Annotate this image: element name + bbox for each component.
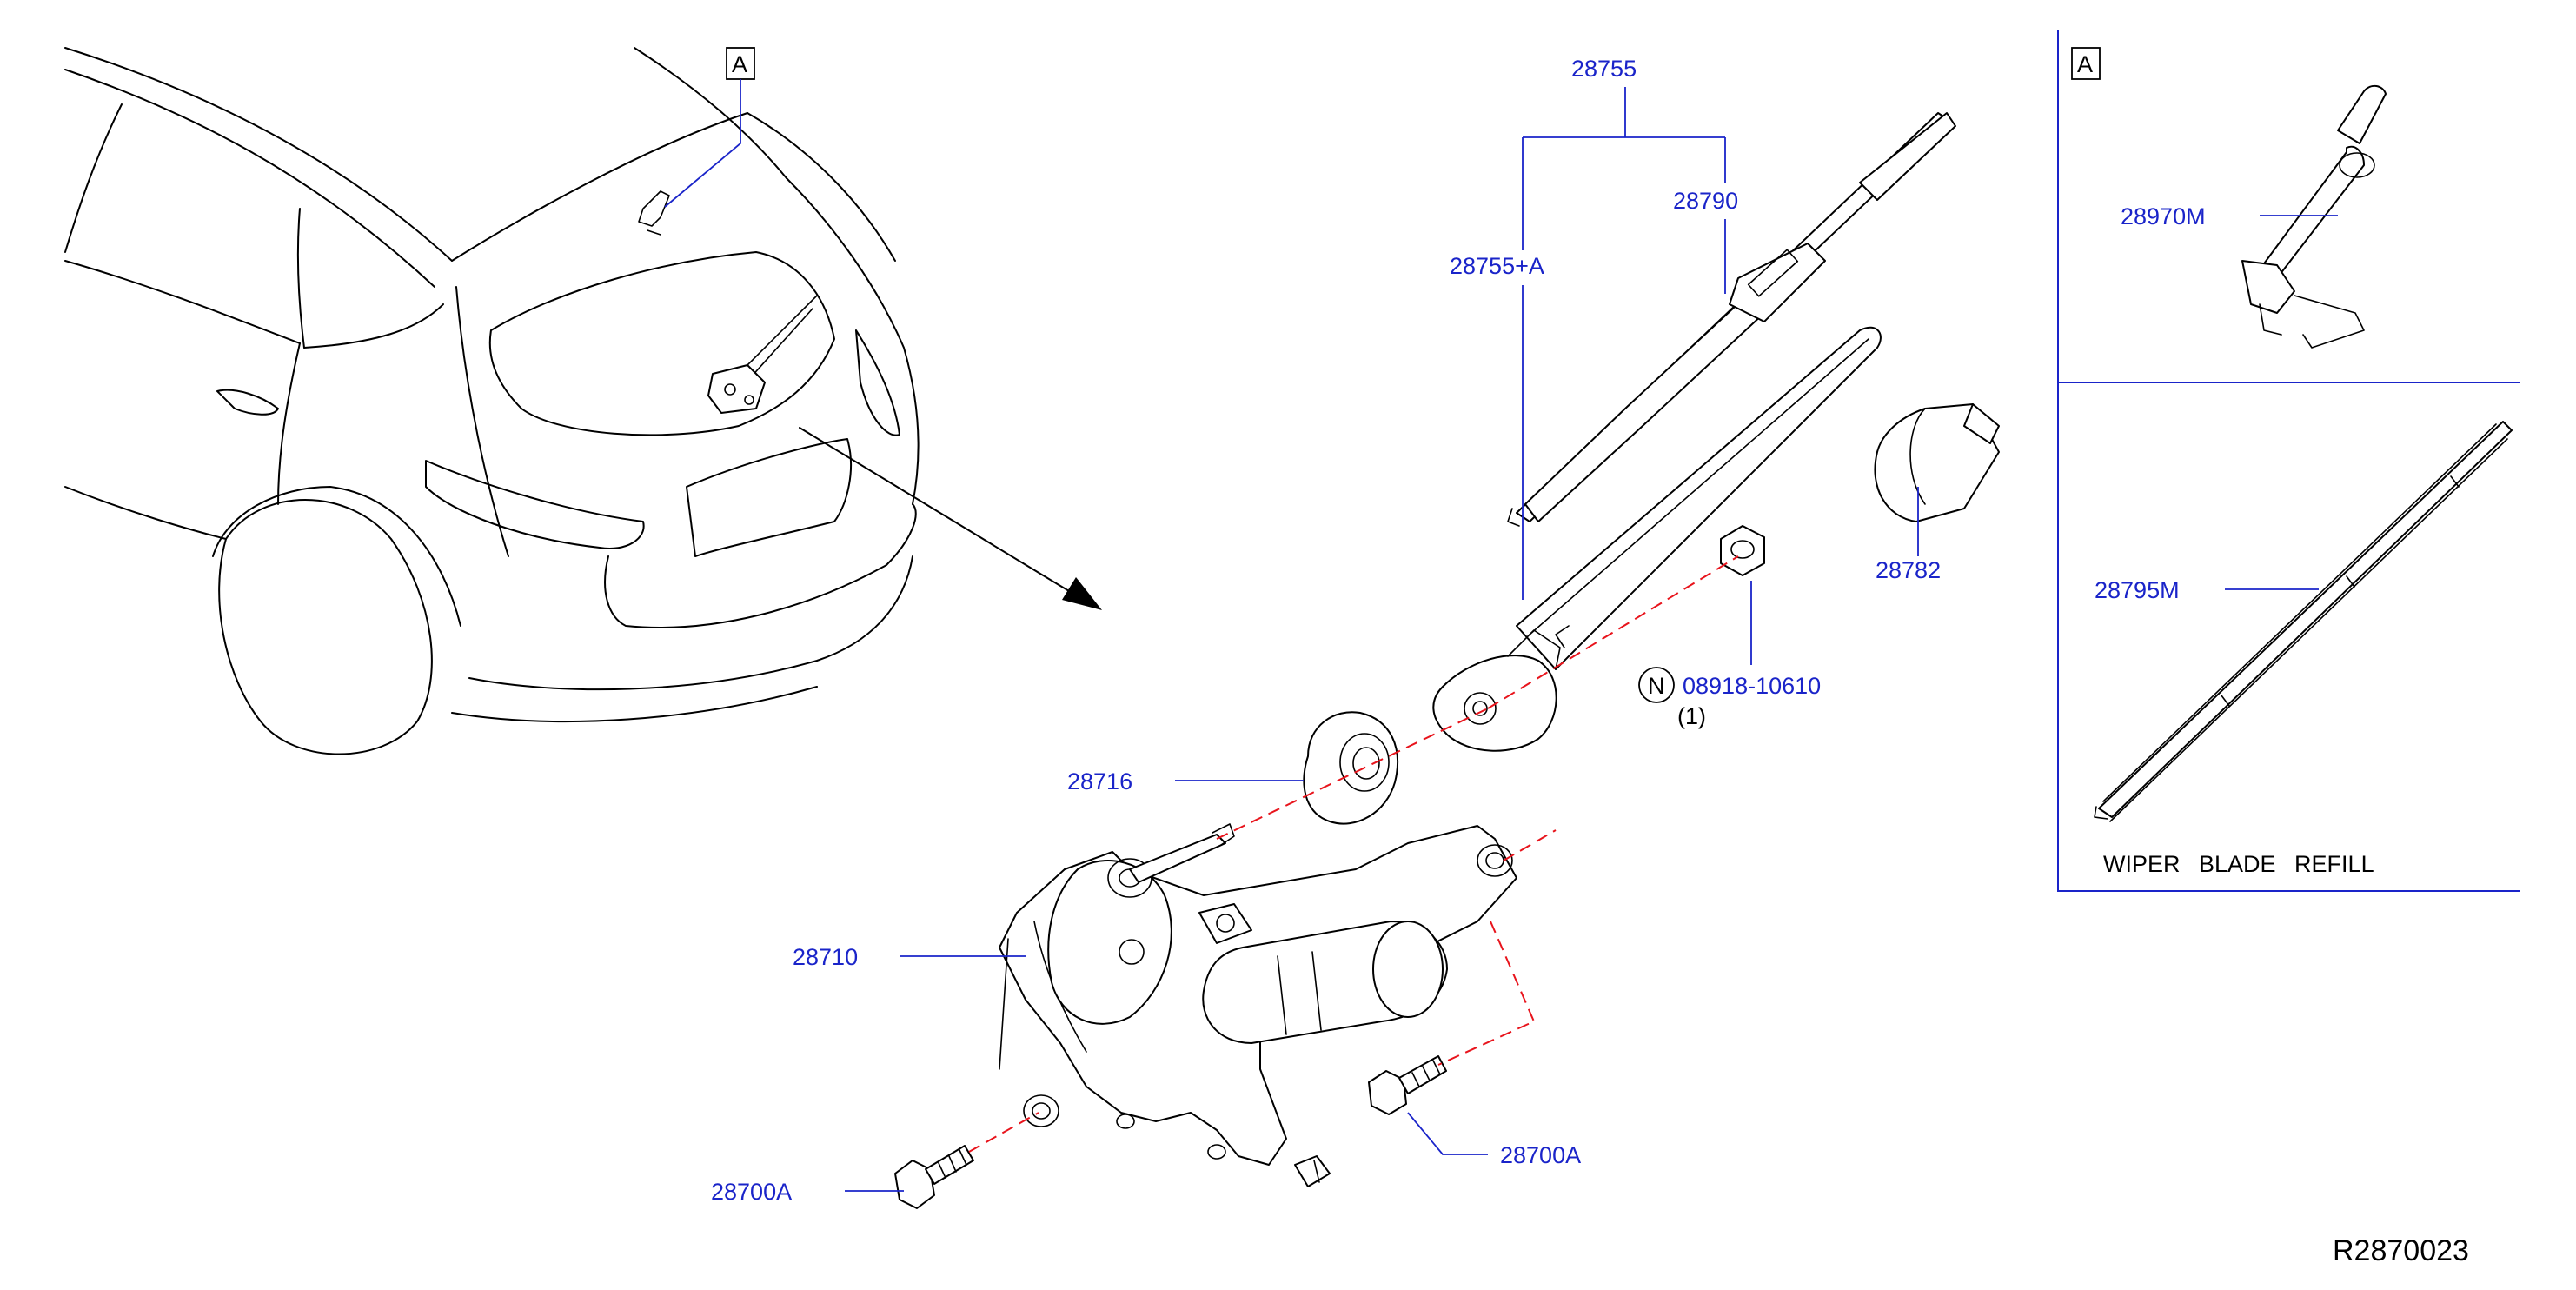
label-28700a-right: 28700A (1500, 1142, 1581, 1168)
callout-leader-vehicle (664, 79, 741, 208)
label-nut-part: 08918-10610 (1683, 673, 1821, 699)
bolt-left-illustration (894, 1145, 974, 1209)
bolt-right-illustration (1368, 1055, 1447, 1115)
nut-symbol-letter: N (1648, 673, 1665, 699)
direction-arrow-head (1062, 577, 1102, 610)
direction-arrow-line (799, 427, 1070, 592)
blade-refill-illustration (2094, 421, 2513, 822)
leader-28755 (1522, 87, 1726, 250)
seal-cap-illustration (1303, 711, 1399, 825)
label-28716: 28716 (1067, 768, 1132, 795)
alignment-line-nut (1487, 555, 1739, 709)
label-28700a-left: 28700A (711, 1179, 792, 1205)
vehicle-rear-illustration (64, 47, 920, 755)
nut-symbol-circle (1638, 667, 1675, 703)
diagram-reference-code: R2870023 (2333, 1234, 2469, 1267)
wiper-arm-illustration (1432, 326, 1882, 752)
leader-28700a-right (1407, 1112, 1488, 1155)
inset-frame (2057, 30, 2520, 892)
refill-caption: WIPER BLADE REFILL (2103, 851, 2374, 877)
label-28755-a: 28755+A (1450, 253, 1544, 279)
wiper-motor-illustration (999, 823, 1517, 1187)
callout-box-panel (2071, 47, 2101, 80)
callout-box-vehicle (726, 47, 755, 80)
arm-cap-illustration (1874, 403, 2000, 522)
alignment-line-right-bolt (1437, 921, 1536, 1066)
alignment-line-left-bolt (968, 1112, 1039, 1153)
label-28970m: 28970M (2121, 203, 2206, 229)
label-28790: 28790 (1673, 188, 1738, 214)
label-28782: 28782 (1876, 557, 1941, 583)
nut-illustration (1720, 525, 1765, 576)
washer-nozzle-illustration (2241, 84, 2387, 349)
label-28795m: 28795M (2095, 577, 2180, 603)
label-nut-qty: (1) (1677, 703, 1706, 729)
alignment-line-top-bracket (1503, 829, 1557, 861)
label-28755: 28755 (1571, 56, 1637, 82)
callout-letter-panel: A (2077, 51, 2093, 77)
alignment-line-shaft (1216, 708, 1489, 840)
wiper-blade-illustration (1507, 112, 1956, 527)
callout-letter-vehicle: A (732, 51, 747, 77)
label-28710: 28710 (793, 944, 858, 970)
